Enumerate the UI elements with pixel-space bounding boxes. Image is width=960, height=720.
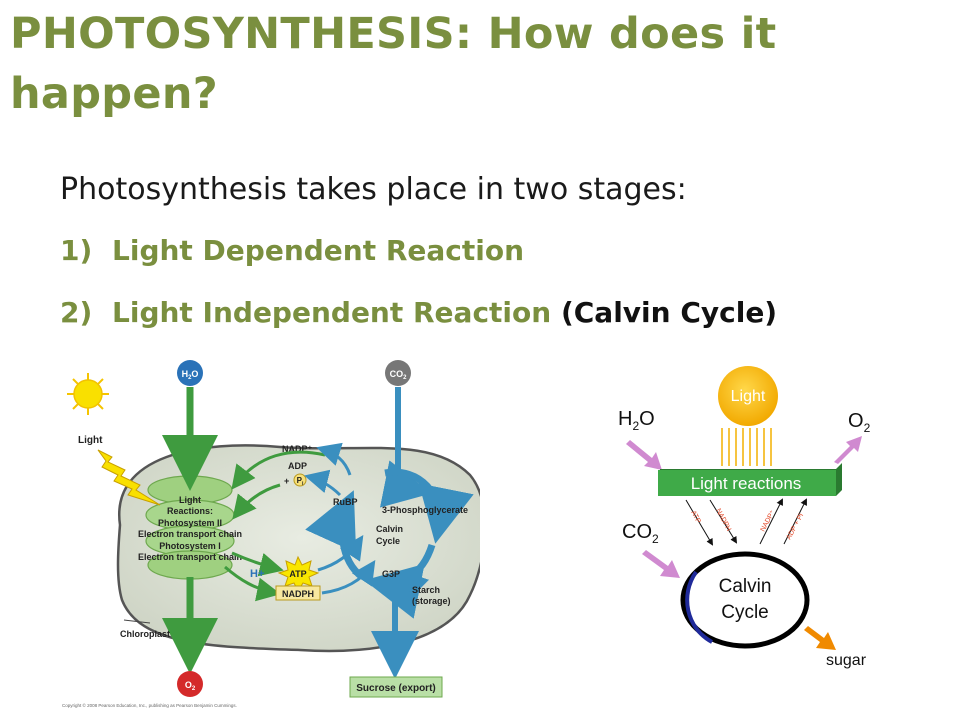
stage-item-1: 1) Light Dependent Reaction bbox=[60, 220, 940, 282]
nadph-label: NADPH bbox=[714, 508, 732, 533]
g3p-label: G3P bbox=[382, 569, 400, 579]
sun-icon bbox=[67, 373, 109, 415]
cycle-label: Cycle bbox=[376, 536, 400, 546]
nadp-plus-label: NADP⁺ bbox=[282, 444, 313, 454]
rubp-label: RuBP bbox=[333, 497, 358, 507]
sucrose-box bbox=[349, 676, 443, 698]
h2o-label: H2O bbox=[618, 408, 655, 433]
light-reactions-label: Light reactions bbox=[691, 474, 802, 493]
sucrose-label: Sucrose (export) bbox=[356, 683, 435, 694]
atp-arrow bbox=[685, 499, 714, 546]
light-bolt-icon bbox=[97, 449, 161, 506]
plus-label: + bbox=[284, 476, 289, 486]
photosynthesis-summary-diagram: Light H2O O2 Light reactions ATP NADPH N… bbox=[618, 366, 871, 669]
atp-to-calvin-arrow bbox=[317, 535, 364, 572]
svg-text:Reactions:: Reactions: bbox=[167, 506, 213, 516]
stage-name: Light Independent Reaction bbox=[112, 296, 552, 329]
nadph-out-arrow bbox=[224, 565, 281, 602]
o2-arrow bbox=[834, 436, 862, 464]
nadph-label: NADPH bbox=[282, 589, 314, 599]
co2-badge bbox=[385, 360, 411, 386]
o2-label: O2 bbox=[185, 680, 196, 692]
cycle-label: Cycle bbox=[721, 602, 769, 623]
chloroplast-label: Chloroplast bbox=[120, 629, 170, 639]
pi-label: Pi bbox=[297, 476, 304, 487]
chloroplast-diagram: Light H2O O2 CO2 Light Reactions: Photos… bbox=[62, 360, 480, 708]
nadp-label: NADP⁺ bbox=[760, 509, 777, 533]
stage-number: 1) bbox=[60, 234, 93, 267]
phosphoglycerate-label: 3-Phosphoglycerate bbox=[382, 505, 468, 515]
light-reactions-box bbox=[658, 470, 836, 496]
svg-text:Light: Light bbox=[179, 495, 201, 505]
light-label: Light bbox=[731, 388, 766, 405]
o2-label: O2 bbox=[848, 410, 871, 435]
slide-title: PHOTOSYNTHESIS: How does it happen? bbox=[10, 9, 777, 119]
calvin-cycle-ellipse bbox=[680, 551, 810, 649]
svg-text:Electron transport chain: Electron transport chain bbox=[138, 552, 242, 562]
starch-arrow bbox=[406, 572, 430, 599]
nadp-to-light-arrow bbox=[316, 442, 352, 476]
co2-label: CO2 bbox=[622, 521, 659, 546]
sugar-arrow bbox=[804, 626, 836, 650]
stage-number: 2) bbox=[60, 296, 93, 329]
nadph-box bbox=[275, 585, 321, 601]
svg-text:Photosystem II: Photosystem II bbox=[158, 518, 222, 528]
light-rays bbox=[721, 428, 772, 466]
o2-badge bbox=[177, 671, 203, 697]
atp-label: ATP bbox=[289, 569, 306, 579]
svg-text:Photosystem I: Photosystem I bbox=[159, 541, 221, 551]
calvin-label: Calvin bbox=[376, 524, 403, 534]
slide-body: Photosynthesis takes place in two stages… bbox=[60, 160, 940, 344]
nadp-return-arrow bbox=[231, 450, 326, 490]
co2-arrow bbox=[642, 550, 680, 578]
storage-label: (storage) bbox=[412, 596, 451, 606]
h2o-badge bbox=[177, 360, 203, 386]
nadph-arrow bbox=[709, 499, 738, 544]
copyright-text: Copyright © 2008 Pearson Education, Inc.… bbox=[62, 702, 237, 708]
adp-return-arrow bbox=[232, 483, 281, 520]
calvin-label: Calvin bbox=[719, 576, 772, 597]
h2o-arrow bbox=[626, 440, 662, 470]
co2-label: CO2 bbox=[390, 369, 408, 381]
calvin-cycle-accent bbox=[685, 570, 714, 644]
h-plus-label: H+ bbox=[250, 568, 264, 580]
starch-label: Starch bbox=[412, 585, 440, 595]
adp-pi-arrow bbox=[783, 498, 807, 545]
chloroplast-pointer bbox=[123, 619, 151, 624]
h2o-label: H2O bbox=[182, 369, 199, 381]
nadp-arrow bbox=[759, 498, 783, 545]
sugar-label: sugar bbox=[826, 652, 867, 669]
intro-text: Photosynthesis takes place in two stages… bbox=[60, 172, 687, 207]
light-sun-icon bbox=[718, 366, 778, 426]
adp-label: ADP bbox=[288, 461, 307, 471]
svg-text:Electron transport chain: Electron transport chain bbox=[138, 529, 242, 539]
adp-pi-label: ADP + Pi bbox=[786, 512, 806, 541]
stage-note: (Calvin Cycle) bbox=[560, 296, 778, 329]
light-label: Light bbox=[78, 435, 103, 446]
light-reactions-label: Light Reactions: Photosystem II Electron… bbox=[138, 495, 242, 562]
stage-item-2: 2) Light Independent Reaction (Calvin Cyc… bbox=[60, 282, 940, 344]
atp-out-arrow bbox=[231, 551, 284, 577]
stage-name: Light Dependent Reaction bbox=[112, 234, 525, 267]
